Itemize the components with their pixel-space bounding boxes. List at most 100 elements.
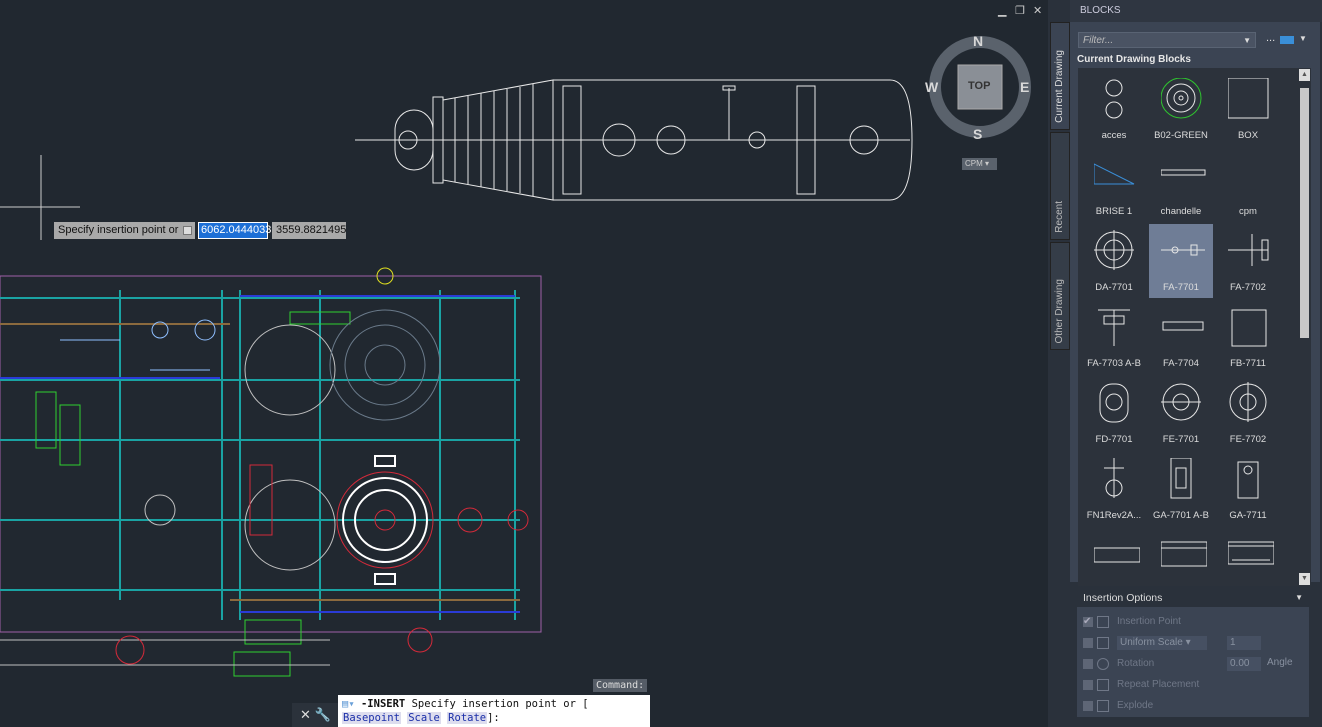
block-item[interactable]: BOX: [1216, 72, 1280, 146]
block-item[interactable]: FE-7701: [1149, 376, 1213, 450]
command-input[interactable]: ▤▾ -INSERT Specify insertion point or [ …: [338, 695, 650, 727]
insertion-options-header[interactable]: Insertion Options▼: [1077, 589, 1309, 607]
block-thumbnail-icon: [1094, 547, 1140, 563]
block-item[interactable]: [1149, 528, 1213, 586]
viewcube-west[interactable]: W: [925, 79, 939, 95]
block-item[interactable]: FA-7704: [1149, 300, 1213, 374]
viewcube-east[interactable]: E: [1020, 79, 1030, 95]
block-thumbnail-icon: [1099, 383, 1129, 423]
block-thumbnail-icon: [1228, 541, 1274, 565]
insertion-options: Insertion Options▼ ✔Insertion Point Unif…: [1076, 588, 1310, 718]
block-item[interactable]: BRISE 1: [1082, 148, 1146, 222]
command-line: ✕ 🔧 ▤▾ -INSERT Specify insertion point o…: [292, 695, 650, 727]
x-coordinate-input[interactable]: 6062.0444033: [198, 222, 271, 239]
repeat-checkbox[interactable]: [1083, 680, 1093, 690]
block-label: FB-7711: [1230, 358, 1266, 369]
block-thumbnail-icon: [1098, 309, 1130, 346]
block-thumbnail-icon: [1161, 244, 1205, 256]
block-item[interactable]: FD-7701: [1082, 376, 1146, 450]
block-thumbnail-icon: [1162, 321, 1204, 331]
viewcube-top-face[interactable]: TOP: [968, 80, 991, 92]
option-basepoint[interactable]: Basepoint: [342, 712, 401, 724]
block-thumbnail-icon: [1161, 541, 1207, 567]
options-icon[interactable]: [183, 226, 192, 235]
block-thumbnail-icon: [1161, 78, 1202, 119]
explode-icon: [1097, 700, 1109, 712]
block-label: FA-7703 A-B: [1087, 358, 1141, 369]
drawing-canvas[interactable]: ▁ ❐ ✕ N S E W TOP CPM ▾ Specify insertio…: [0, 0, 1048, 727]
dynamic-input-prompt: Specify insertion point or: [54, 222, 195, 239]
scale-icon: [1097, 637, 1109, 649]
block-thumbnail-icon: [1228, 234, 1269, 266]
block-item[interactable]: chandelle: [1149, 148, 1213, 222]
viewcube-south[interactable]: S: [973, 126, 983, 142]
block-label: FE-7702: [1229, 434, 1267, 445]
viewcube-north[interactable]: N: [973, 33, 984, 49]
tab-label: Current Drawing: [1054, 50, 1065, 123]
blocks-palette: BLOCKS Current Drawing Recent Other Draw…: [1048, 0, 1322, 727]
insertion-point-icon: [1097, 616, 1109, 628]
explode-checkbox[interactable]: [1083, 701, 1093, 711]
block-item[interactable]: FA-7702: [1216, 224, 1280, 298]
block-item[interactable]: GA-7701 A-B: [1149, 452, 1213, 526]
command-icon[interactable]: ▤▾: [342, 698, 355, 710]
block-item[interactable]: acces: [1082, 72, 1146, 146]
block-item[interactable]: [1216, 528, 1280, 586]
block-item[interactable]: B02-GREEN: [1149, 72, 1213, 146]
browse-button[interactable]: ...: [1266, 32, 1276, 44]
block-item[interactable]: DA-7701: [1082, 224, 1146, 298]
block-label: FN1Rev2A...: [1086, 510, 1142, 521]
block-label: FE-7701: [1162, 434, 1200, 445]
option-rotate[interactable]: Rotate: [447, 712, 488, 724]
scale-checkbox[interactable]: [1083, 638, 1093, 648]
block-item[interactable]: [1082, 528, 1146, 586]
cad-drawing: [0, 36, 1031, 677]
chevron-down-icon[interactable]: ▼: [1299, 34, 1307, 43]
block-item[interactable]: FA-7701: [1149, 224, 1213, 298]
block-label: FA-7704: [1163, 358, 1199, 369]
block-thumbnail-icon: [1104, 458, 1124, 498]
block-label: DA-7701: [1095, 282, 1133, 293]
block-thumbnail-icon: [1094, 163, 1135, 185]
tab-recent[interactable]: Recent: [1050, 132, 1070, 240]
block-thumbnail-icon: [1161, 169, 1206, 176]
minimize-button[interactable]: ▁: [998, 5, 1007, 17]
restore-button[interactable]: ❐: [1015, 5, 1025, 17]
block-item[interactable]: FA-7703 A-B: [1082, 300, 1146, 374]
block-label: GA-7711: [1229, 510, 1267, 521]
option-scale[interactable]: Scale: [407, 712, 441, 724]
tab-other-drawing[interactable]: Other Drawing: [1050, 242, 1070, 350]
close-button[interactable]: ✕: [1033, 5, 1043, 17]
close-icon[interactable]: ✕: [300, 707, 311, 722]
view-mode-icon[interactable]: [1280, 36, 1294, 44]
block-item[interactable]: FN1Rev2A...: [1082, 452, 1146, 526]
block-label: chandelle: [1160, 206, 1202, 217]
chevron-down-icon[interactable]: ▼: [1243, 36, 1251, 45]
rotation-input[interactable]: 0.00: [1227, 657, 1261, 671]
block-thumbnail-icon: [1228, 78, 1269, 119]
y-coordinate-input[interactable]: 3559.8821495: [272, 222, 346, 239]
tab-label: Recent: [1054, 201, 1065, 233]
scale-mode-select[interactable]: Uniform Scale ▾: [1117, 636, 1207, 650]
rotation-checkbox[interactable]: [1083, 659, 1093, 669]
block-label: FD-7701: [1095, 434, 1133, 445]
block-label: acces: [1101, 130, 1127, 141]
command-history: Command:: [593, 679, 648, 692]
scrollbar[interactable]: ▲▼: [1298, 68, 1311, 586]
block-item[interactable]: cpm: [1216, 148, 1280, 222]
palette-title[interactable]: BLOCKS: [1070, 0, 1322, 22]
block-thumbnail-icon: [1229, 382, 1267, 422]
block-item[interactable]: GA-7711: [1216, 452, 1280, 526]
filter-input[interactable]: Filter...▼: [1078, 32, 1256, 48]
chevron-down-icon: ▼: [1295, 593, 1303, 602]
tab-current-drawing[interactable]: Current Drawing: [1050, 22, 1070, 130]
vessel-drawing: [355, 79, 913, 201]
block-label: BRISE 1: [1095, 206, 1133, 217]
scale-input[interactable]: 1: [1227, 636, 1261, 650]
wcs-menu[interactable]: CPM ▾: [965, 159, 990, 168]
insertion-point-checkbox[interactable]: ✔: [1083, 616, 1093, 627]
wrench-icon[interactable]: 🔧: [314, 707, 331, 722]
block-item[interactable]: FB-7711: [1216, 300, 1280, 374]
rotate-icon: [1097, 658, 1109, 670]
block-item[interactable]: FE-7702: [1216, 376, 1280, 450]
